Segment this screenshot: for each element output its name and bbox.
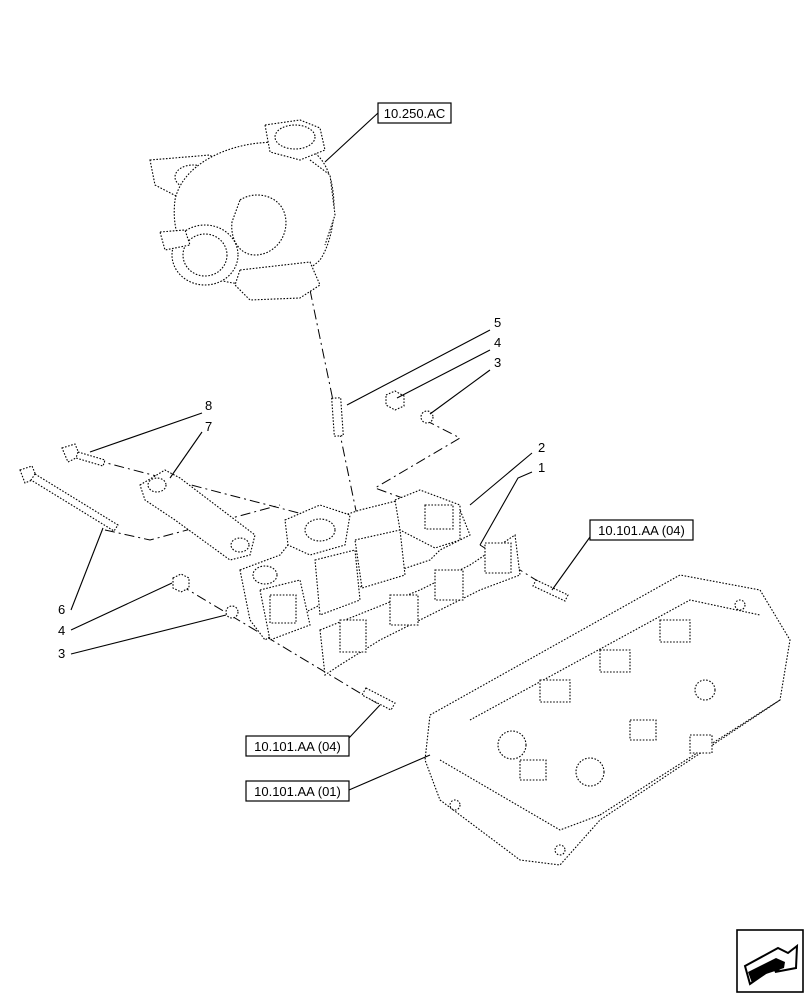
stud-5: [331, 397, 344, 437]
callout-7: 7: [205, 419, 212, 434]
bracket-7: [139, 469, 256, 561]
next-page-arrow-icon[interactable]: [736, 929, 804, 993]
callout-3-top: 3: [494, 355, 501, 370]
leader-lines: [70, 112, 591, 791]
callout-numbers: 5 4 3 8 7 2 1 6 4 3: [58, 315, 545, 661]
bolt-6: [19, 465, 119, 532]
stud-right: [532, 579, 569, 602]
callout-5: 5: [494, 315, 501, 330]
callout-2: 2: [538, 440, 545, 455]
ref-label-stud-bottom: 10.101.AA (04): [254, 739, 341, 754]
callout-4-left: 4: [58, 623, 65, 638]
nut-4-top: [385, 390, 405, 411]
nut-4-left: [172, 573, 190, 593]
ref-label-stud-right: 10.101.AA (04): [598, 523, 685, 538]
gasket-1: [319, 534, 521, 676]
callout-1: 1: [538, 460, 545, 475]
ref-box-stud-right[interactable]: 10.101.AA (04): [589, 519, 694, 541]
callout-8: 8: [205, 398, 212, 413]
callout-3-left: 3: [58, 646, 65, 661]
ref-box-cylinder-head[interactable]: 10.101.AA (01): [245, 780, 350, 802]
bolt-8: [61, 443, 106, 467]
ref-box-stud-bottom[interactable]: 10.101.AA (04): [245, 735, 350, 757]
exhaust-manifold: [239, 489, 471, 641]
callout-4-top: 4: [494, 335, 501, 350]
turbocharger: [149, 119, 336, 301]
cylinder-head: [424, 574, 791, 866]
washer-3-left: [225, 605, 239, 619]
ref-box-turbo[interactable]: 10.250.AC: [377, 102, 452, 124]
ref-label-turbo: 10.250.AC: [384, 106, 445, 121]
ref-label-cylinder-head: 10.101.AA (01): [254, 784, 341, 799]
callout-6: 6: [58, 602, 65, 617]
stud-bottom: [361, 687, 396, 711]
